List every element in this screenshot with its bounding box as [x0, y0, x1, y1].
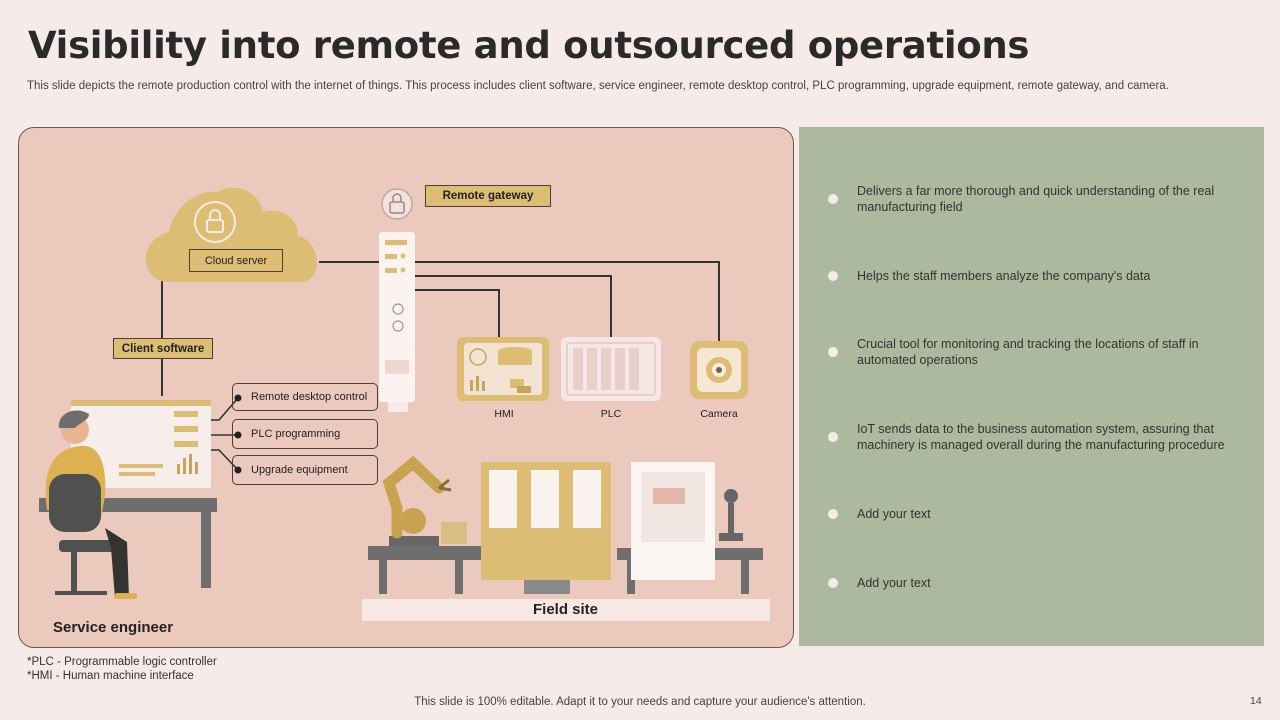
bullet-dot [828, 578, 838, 588]
service-engineer-caption: Service engineer [53, 619, 174, 636]
hmi-caption: HMI [494, 408, 514, 420]
remote-desktop-control-label: Remote desktop control [232, 383, 378, 411]
cloud-icon [145, 187, 317, 282]
slide-subtitle: This slide depicts the remote production… [27, 80, 1169, 92]
plc-programming-label: PLC programming [232, 419, 378, 449]
remote-gateway-label: Remote gateway [425, 185, 551, 207]
bullet-dot [828, 194, 838, 204]
lock-icon [381, 188, 413, 220]
connector-lines [161, 261, 720, 396]
iot-diagram: Remote gateway Cloud server Client softw… [18, 127, 794, 648]
cloud-server-label: Cloud server [189, 249, 283, 272]
bullet-text: IoT sends data to the business automatio… [857, 422, 1225, 452]
bullet-dot [828, 432, 838, 442]
field-site-base [362, 599, 770, 621]
bullet-text: Crucial tool for monitoring and tracking… [857, 337, 1199, 367]
bullet-dot [828, 271, 838, 281]
diagram-graphics [39, 187, 770, 621]
connector-dots [234, 394, 242, 474]
field-site-caption: Field site [533, 601, 599, 618]
camera-icon [690, 341, 748, 399]
plc-icon [561, 337, 661, 401]
field-site-illustration [368, 455, 763, 594]
upgrade-equipment-label: Upgrade equipment [232, 455, 378, 485]
footnote-plc: *PLC - Programmable logic controller [27, 656, 217, 668]
gateway-device-icon [379, 232, 415, 412]
camera-caption: Camera [700, 408, 738, 420]
client-software-label: Client software [113, 338, 213, 359]
bullet-text: Helps the staff members analyze the comp… [857, 269, 1151, 283]
bullet-text: Delivers a far more thorough and quick u… [857, 184, 1215, 214]
footnote-hmi: *HMI - Human machine interface [27, 670, 194, 682]
engineer-illustration [39, 400, 217, 599]
slide-title: Visibility into remote and outsourced op… [28, 24, 1030, 67]
hmi-icon [457, 337, 549, 401]
benefits-panel: Delivers a far more thorough and quick u… [799, 127, 1264, 646]
page-number: 14 [1250, 695, 1262, 707]
footer-text: This slide is 100% editable. Adapt it to… [414, 696, 866, 708]
bullet-dot [828, 509, 838, 519]
bullet-text: Add your text [857, 507, 931, 521]
bullet-dot [828, 347, 838, 357]
bullet-text: Add your text [857, 576, 931, 590]
plc-caption: PLC [600, 408, 622, 420]
